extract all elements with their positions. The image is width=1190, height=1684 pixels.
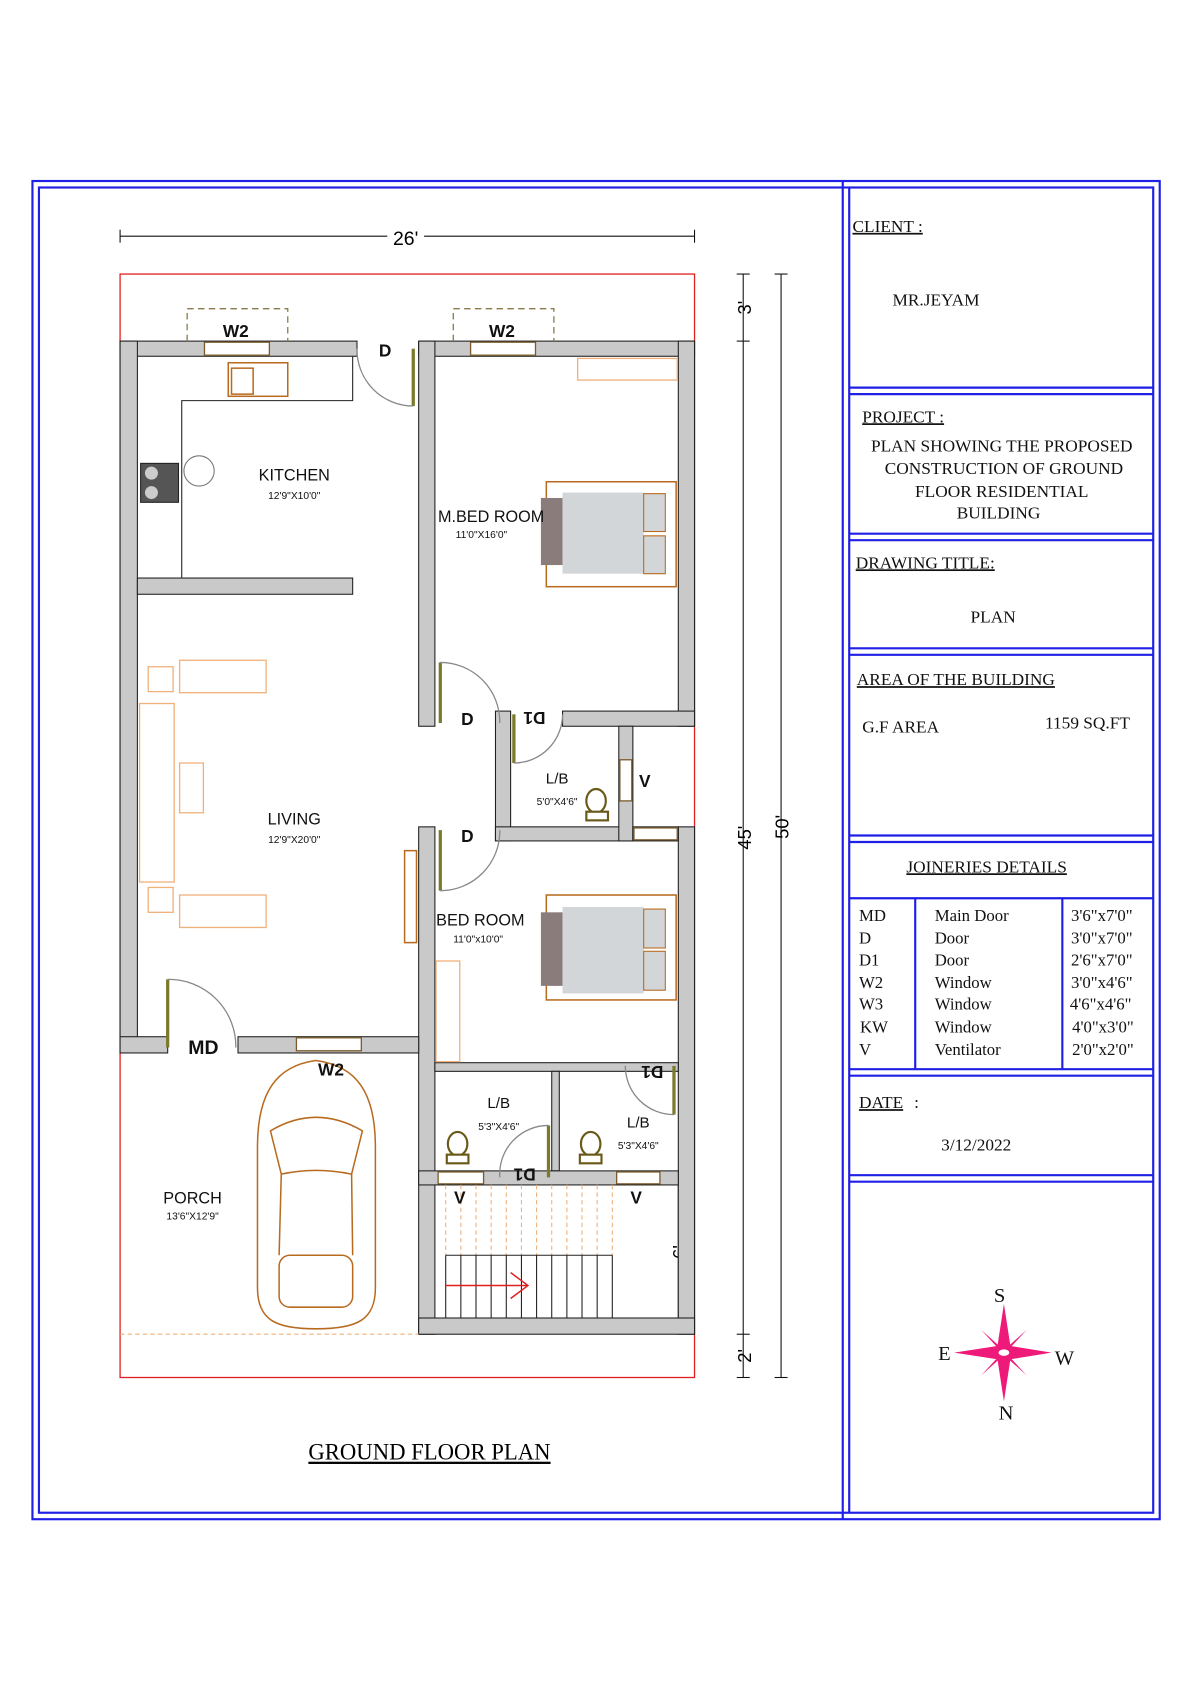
- room-name-bedroom: BED ROOM: [436, 911, 524, 929]
- compass-n: N: [999, 1403, 1014, 1425]
- joinery-size: 3'0"x4'6": [1071, 973, 1133, 992]
- joinery-size: 2'6"x7'0": [1071, 950, 1133, 969]
- tag-d1-lb2: D1: [513, 1165, 535, 1185]
- room-size-master-bedroom: 11'0"X16'0": [456, 530, 508, 541]
- dimension-total: 50': [772, 815, 793, 839]
- joinery-type: Window: [935, 995, 993, 1014]
- joinery-size: 4'6"x4'6": [1070, 995, 1132, 1014]
- joineries-table: MD Main Door 3'6"x7'0" D Door 3'0"x7'0" …: [859, 906, 1134, 1059]
- room-name-lb2: L/B: [487, 1095, 510, 1112]
- sheet-frame: [31, 179, 1161, 1521]
- joinery-code: D1: [859, 950, 879, 969]
- client-label: CLIENT :: [852, 217, 922, 236]
- joinery-code: W3: [859, 995, 883, 1014]
- door-swings: [166, 348, 676, 1178]
- project-line: FLOOR RESIDENTIAL: [915, 482, 1088, 501]
- tag-w2-kitchen: W2: [223, 321, 249, 341]
- joinery-size: 3'0"x7'0": [1071, 929, 1133, 948]
- tag-w2-porch: W2: [318, 1060, 344, 1080]
- joinery-code: KW: [860, 1017, 888, 1036]
- project-label: PROJECT :: [862, 407, 944, 426]
- tag-d1-lb3: D1: [641, 1062, 663, 1082]
- tag-md: MD: [188, 1037, 218, 1059]
- client-name: MR.JEYAM: [893, 290, 980, 309]
- joinery-code: V: [859, 1040, 871, 1059]
- joinery-code: W2: [859, 973, 883, 992]
- tag-v-lb2: V: [454, 1187, 466, 1207]
- dimension-width: 26': [393, 228, 418, 250]
- title-block: CLIENT : MR.JEYAM PROJECT : PLAN SHOWING…: [852, 217, 1133, 1154]
- compass-rose-icon: [954, 1303, 1052, 1402]
- project-line: CONSTRUCTION OF GROUND: [885, 459, 1123, 478]
- windows: [203, 341, 678, 1185]
- room-name-kitchen: KITCHEN: [259, 467, 330, 485]
- room-size-living: 12'9"X20'0": [268, 835, 321, 846]
- compass-w: W: [1055, 1348, 1075, 1370]
- area-value: 1159 SQ.FT: [1045, 713, 1130, 732]
- dimension-rear: 2': [734, 1349, 755, 1363]
- room-size-lb3: 5'3"X4'6": [618, 1141, 659, 1152]
- joinery-type: Window: [935, 973, 993, 992]
- tag-w2-master: W2: [489, 321, 515, 341]
- dimension-front: 3': [734, 301, 755, 315]
- walls: [119, 340, 696, 1335]
- stair-arrow: [445, 1271, 530, 1300]
- tag-d-master: D: [461, 709, 474, 729]
- area-name: G.F AREA: [862, 718, 939, 737]
- furniture: [120, 357, 678, 1335]
- joinery-type: Main Door: [935, 906, 1009, 925]
- drawing-title-label: DRAWING TITLE:: [856, 553, 995, 572]
- room-name-lb1: L/B: [546, 771, 569, 788]
- plan-title: GROUND FLOOR PLAN: [308, 1440, 550, 1465]
- room-size-kitchen: 12'9"X10'0": [268, 491, 321, 502]
- drawing-title: PLAN: [971, 607, 1017, 626]
- joinery-type: Window: [935, 1017, 993, 1036]
- room-size-bedroom: 11'0"x10'0": [453, 935, 503, 946]
- project-line: BUILDING: [957, 504, 1041, 523]
- joinery-type: Door: [935, 950, 970, 969]
- project-line: PLAN SHOWING THE PROPOSED: [871, 436, 1133, 455]
- room-name-lb3: L/B: [627, 1115, 650, 1132]
- room-name-living: LIVING: [268, 811, 321, 829]
- tag-d1-lb1: D1: [523, 708, 545, 728]
- dimension-length: 45': [734, 826, 755, 850]
- joineries-label: JOINERIES DETAILS: [906, 857, 1067, 876]
- tag-d-kitchen: D: [379, 340, 392, 360]
- tag-v-lb1: V: [639, 771, 651, 791]
- tag-d-bedroom: D: [461, 826, 474, 846]
- joinery-type: Door: [935, 929, 970, 948]
- tag-v-lb3: V: [630, 1187, 642, 1207]
- joinery-size: 3'6"x7'0": [1071, 906, 1133, 925]
- joinery-code: D: [859, 929, 871, 948]
- compass-e: E: [938, 1343, 951, 1365]
- joinery-code: MD: [859, 906, 886, 925]
- date-value: 3/12/2022: [941, 1135, 1011, 1154]
- joinery-size: 2'0"x2'0": [1072, 1040, 1134, 1059]
- staircase: [445, 1254, 613, 1318]
- area-label: AREA OF THE BUILDING: [857, 670, 1055, 689]
- room-name-porch: PORCH: [163, 1189, 222, 1207]
- date-separator: :: [914, 1093, 919, 1112]
- joinery-type: Ventilator: [935, 1040, 1001, 1059]
- room-size-porch: 13'6"X12'9": [166, 1212, 219, 1223]
- joinery-size: 4'0"x3'0": [1072, 1017, 1134, 1036]
- room-name-master-bedroom: M.BED ROOM: [438, 508, 544, 526]
- room-size-lb2: 5'3"X4'6": [478, 1122, 519, 1133]
- room-size-lb1: 5'0"X4'6": [537, 797, 578, 808]
- date-label: DATE: [859, 1093, 903, 1112]
- compass-s: S: [994, 1285, 1005, 1307]
